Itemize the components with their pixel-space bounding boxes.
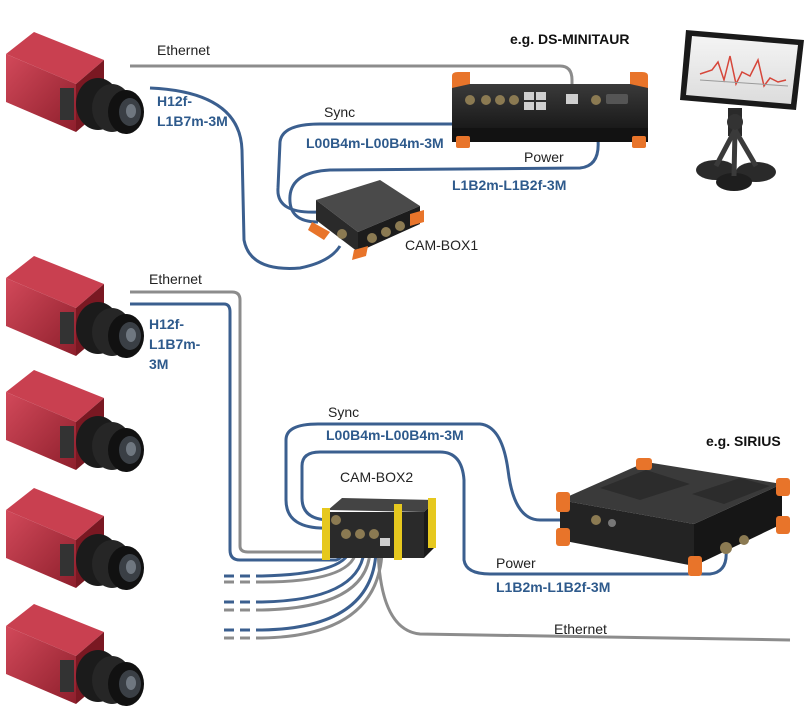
- power-label-top: Power: [524, 149, 564, 165]
- ds-minitaur-label: e.g. DS-MINITAUR: [510, 31, 630, 47]
- h12f-label-mid-1: H12f-: [149, 316, 184, 332]
- h12f-label-top: H12f-: [157, 93, 192, 109]
- tablet-display-icon: [680, 30, 804, 191]
- cam-box2-device: [322, 498, 436, 560]
- fan-cable-4: [261, 551, 372, 612]
- industrial-camera-icon: [6, 370, 144, 472]
- l1b2m-label-bottom: L1B2m-L1B2f-3M: [496, 579, 610, 595]
- fan-cable-6: [261, 551, 384, 640]
- sirius-label: e.g. SIRIUS: [706, 433, 781, 449]
- l00b4m-label-bottom: L00B4m-L00B4m-3M: [326, 427, 464, 443]
- sync-label-bottom: Sync: [328, 404, 359, 420]
- industrial-camera-icon: [6, 604, 144, 706]
- industrial-camera-icon: [6, 32, 144, 134]
- sync-inner-cable: [300, 450, 728, 576]
- ethernet-label-bottom: Ethernet: [554, 621, 607, 637]
- power-cable-top: [288, 99, 600, 224]
- cam-box1-device: [308, 180, 424, 260]
- ethernet-label-mid: Ethernet: [149, 271, 202, 287]
- ethernet-cable-top: [130, 64, 574, 100]
- h12f-label-mid-3: 3M: [149, 356, 168, 372]
- sync-label-top: Sync: [324, 104, 355, 120]
- l1b2m-label-top: L1B2m-L1B2f-3M: [452, 177, 566, 193]
- h12f-label-mid-2: L1B7m-: [149, 336, 201, 352]
- fan-cable-3: [261, 551, 366, 604]
- cam-box2-label: CAM-BOX2: [340, 469, 413, 485]
- h12f-cable-top: [149, 86, 342, 270]
- l1b7m-label-top: L1B7m-3M: [157, 113, 228, 129]
- industrial-camera-icon: [6, 256, 144, 358]
- dashed-cable-stubs: [224, 574, 262, 640]
- ethernet-label-top: Ethernet: [157, 42, 210, 58]
- sync-cable-bottom: [284, 422, 596, 530]
- ethernet-cable-mid: [130, 290, 348, 554]
- cam-box1-label: CAM-BOX1: [405, 237, 478, 253]
- industrial-camera-icon: [6, 488, 144, 590]
- power-label-bottom: Power: [496, 555, 536, 571]
- ds-minitaur-device: [452, 72, 648, 148]
- fan-cable-5: [261, 551, 378, 632]
- sirius-device: [556, 458, 790, 576]
- l00b4m-label-top: L00B4m-L00B4m-3M: [306, 135, 444, 151]
